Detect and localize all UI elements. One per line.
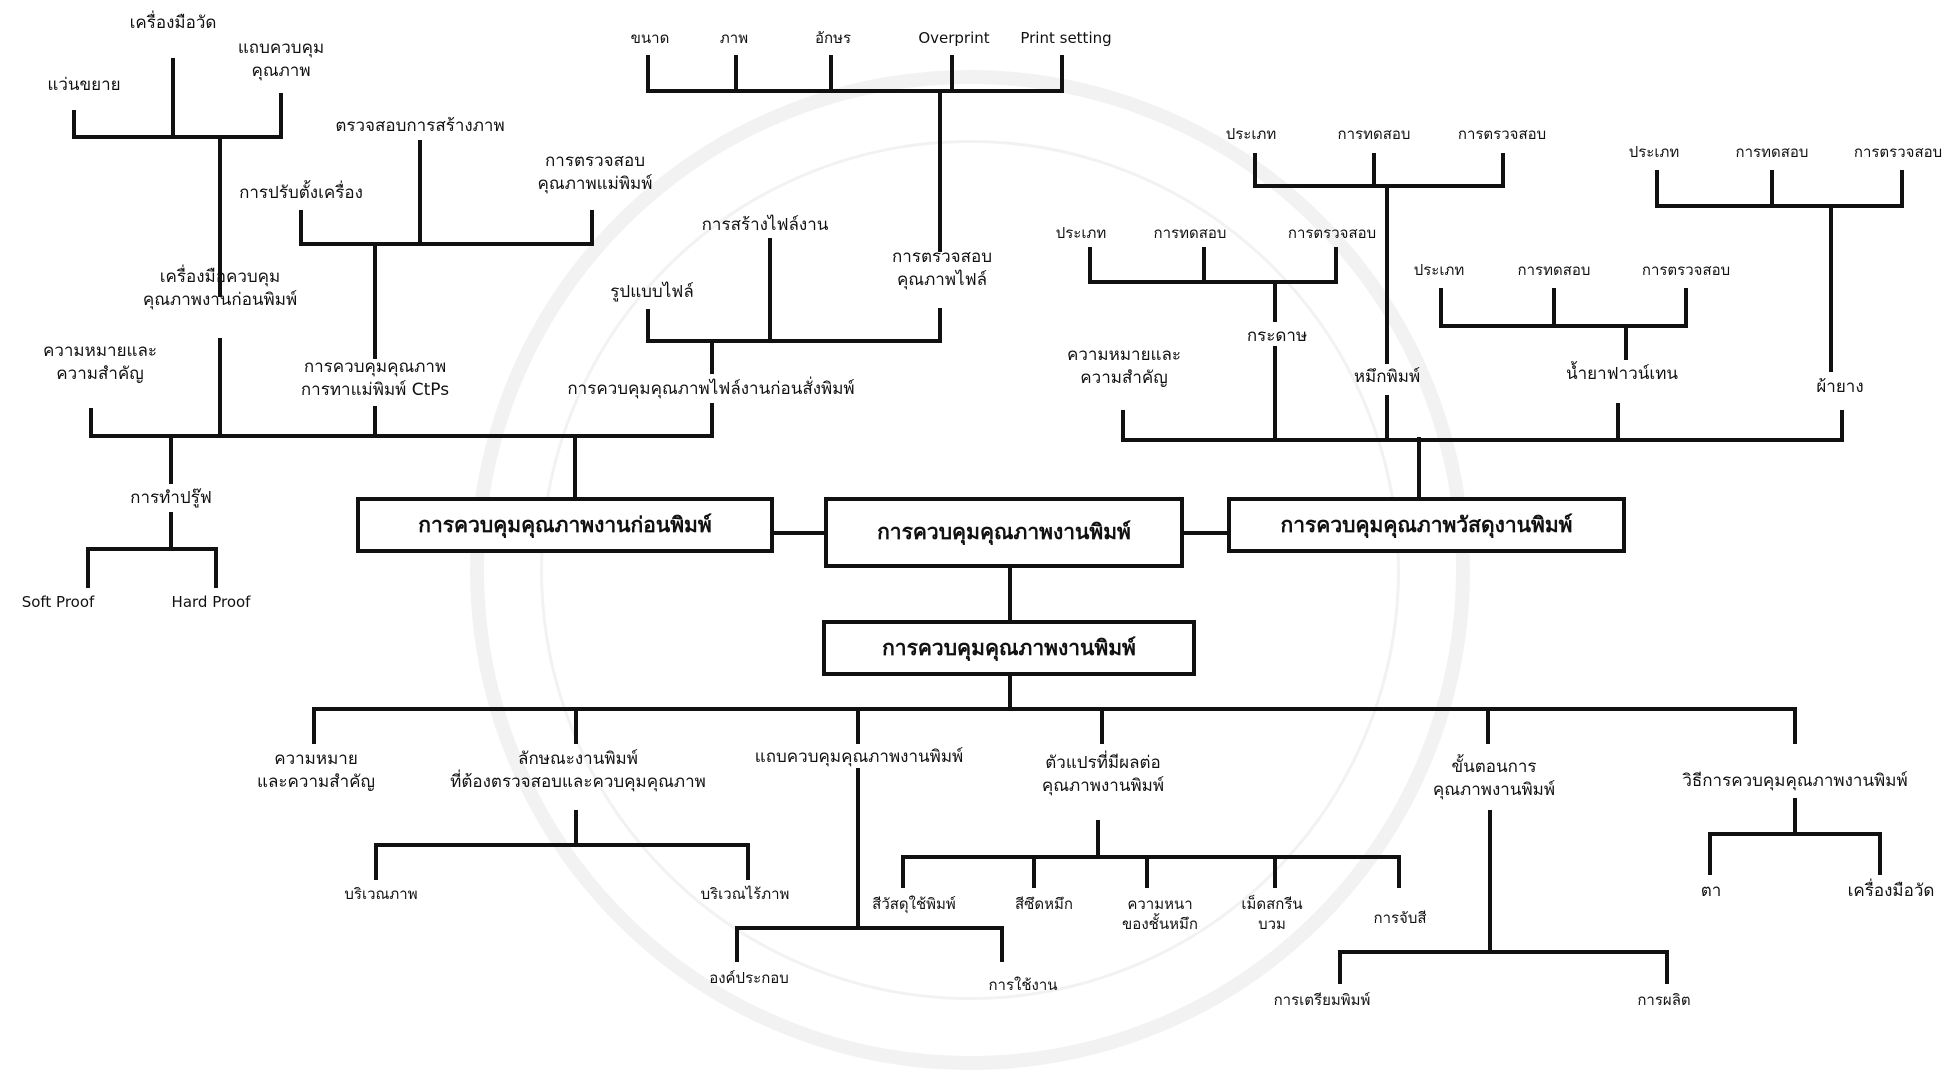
press-control-box: การควบคุมคุณภาพงานพิมพ์	[822, 620, 1196, 676]
prepress-tools-label: เครื่องมือควบคุมคุณภาพงานก่อนพิมพ์	[142, 267, 298, 310]
instrument-method-label: เครื่องมือวัด	[1847, 881, 1935, 901]
file-check-label: การตรวจสอบคุณภาพไฟล์	[891, 247, 993, 290]
strip-components-label: องค์ประกอบ	[709, 969, 789, 987]
soft-proof-label: Soft Proof	[21, 593, 95, 611]
concept-tree-diagram: การควบคุมคุณภาพงานก่อนพิมพ์ การควบคุมคุณ…	[21, 13, 1943, 1070]
press-methods-label: วิธีการควบคุมคุณภาพงานพิมพ์	[1682, 771, 1908, 791]
paper-type-label: ประเภท	[1055, 224, 1107, 242]
ink-film-thickness-label: ความหนาของชั้นหมึก	[1122, 895, 1198, 934]
fountain-inspect-label: การตรวจสอบ	[1641, 261, 1731, 279]
paper-inspect-label: การตรวจสอบ	[1287, 224, 1377, 242]
fountain-test-label: การทดสอบ	[1517, 261, 1591, 279]
substrate-color-label: สีวัสดุใช้พิมพ์	[872, 895, 956, 913]
materials-control-box: การควบคุมคุณภาพวัสดุงานพิมพ์	[1227, 497, 1626, 553]
file-format-label: รูปแบบไฟล์	[610, 282, 694, 302]
file-control-label: การควบคุมคุณภาพไฟล์งานก่อนสั่งพิมพ์	[567, 379, 855, 399]
file-create-label: การสร้างไฟล์งาน	[701, 215, 829, 235]
blanket-test-label: การทดสอบ	[1735, 143, 1809, 161]
press-control-strip-label: แถบควบคุมคุณภาพงานพิมพ์	[754, 747, 964, 767]
press-meaning-label: ความหมายและความสำคัญ	[257, 749, 375, 792]
check-item-overprint: Overprint	[918, 29, 990, 47]
image-check-label: ตรวจสอบการสร้างภาพ	[335, 116, 505, 136]
fountain-type-label: ประเภท	[1413, 261, 1465, 279]
materials-meaning-label: ความหมายและความสำคัญ	[1066, 345, 1182, 388]
fountain-solution-label: น้ำยาฟาวน์เทน	[1565, 364, 1679, 384]
dot-gain-label: เม็ดสกรีนบวม	[1241, 895, 1303, 934]
press-steps-label: ขั้นตอนการคุณภาพงานพิมพ์	[1432, 757, 1556, 800]
registration-label: การจับสี	[1373, 909, 1427, 927]
magnifier-label: แว่นขยาย	[47, 75, 121, 95]
check-item-size: ขนาด	[630, 29, 670, 47]
prepress-control-box: การควบคุมคุณภาพงานก่อนพิมพ์	[356, 497, 774, 553]
connector-lines	[72, 55, 1904, 984]
blanket-inspect-label: การตรวจสอบ	[1853, 143, 1943, 161]
ink-test-label: การทดสอบ	[1337, 125, 1411, 143]
hard-proof-label: Hard Proof	[171, 593, 251, 611]
prepress-step-label: การเตรียมพิมพ์	[1273, 991, 1371, 1009]
proofing-label: การทำปรู๊ฟ	[130, 488, 212, 508]
prepress-meaning-label: ความหมายและความสำคัญ	[42, 341, 158, 384]
machine-setup-label: การปรับตั้งเครื่อง	[239, 183, 363, 203]
print-control-main-box: การควบคุมคุณภาพงานพิมพ์	[824, 497, 1184, 568]
non-image-area-label: บริเวณไร้ภาพ	[700, 885, 790, 903]
visual-method-label: ตา	[1700, 881, 1722, 901]
ink-absorption-label: สีซึดหมึก	[1015, 895, 1073, 913]
strip-usage-label: การใช้งาน	[988, 976, 1058, 994]
blanket-type-label: ประเภท	[1628, 143, 1680, 161]
quality-strip-label: แถบควบคุมคุณภาพ	[237, 38, 325, 81]
ink-label: หมึกพิมพ์	[1353, 367, 1421, 387]
paper-test-label: การทดสอบ	[1153, 224, 1227, 242]
check-item-image: ภาพ	[719, 29, 749, 47]
image-area-label: บริเวณภาพ	[344, 885, 418, 903]
plate-check-label: การตรวจสอบคุณภาพแม่พิมพ์	[537, 151, 653, 194]
production-step-label: การผลิต	[1637, 991, 1691, 1009]
ctp-control-label: การควบคุมคุณภาพการทาแม่พิมพ์ CtPs	[300, 357, 450, 400]
check-item-print-setting: Print setting	[1020, 29, 1112, 47]
paper-label: กระดาษ	[1246, 326, 1308, 346]
check-item-text: อักษร	[814, 29, 852, 47]
ink-type-label: ประเภท	[1225, 125, 1277, 143]
variables-label: ตัวแปรที่มีผลต่อคุณภาพงานพิมพ์	[1041, 753, 1165, 796]
ink-inspect-label: การตรวจสอบ	[1457, 125, 1547, 143]
meter-label: เครื่องมือวัด	[129, 13, 217, 33]
seal-watermark-inner	[540, 140, 1400, 1000]
blanket-label: ผ้ายาง	[1816, 377, 1864, 397]
press-characteristics-label: ลักษณะงานพิมพ์ที่ต้องตรวจสอบและควบคุมคุณ…	[450, 749, 706, 792]
